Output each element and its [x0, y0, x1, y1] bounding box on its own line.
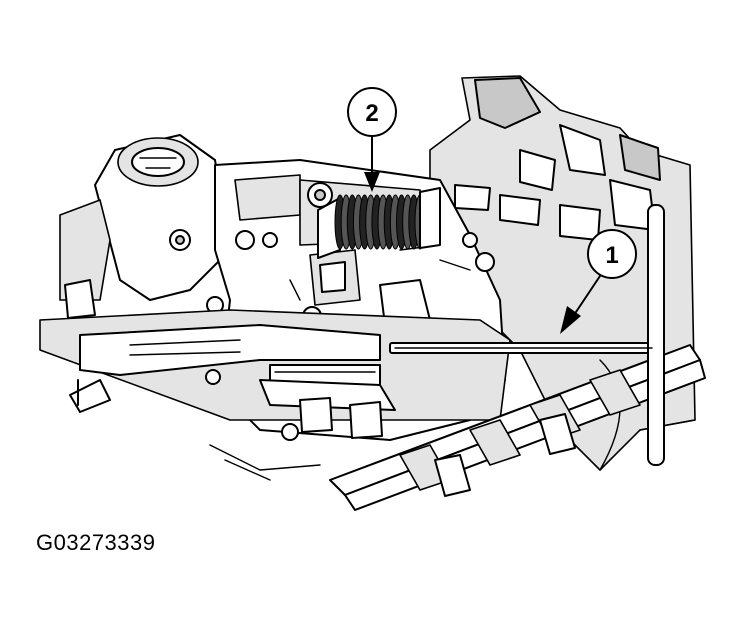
callout-2: 2 [347, 87, 397, 192]
figure-id: G03273339 [36, 530, 156, 555]
spring [317, 187, 441, 259]
solenoid-body [59, 134, 231, 319]
lower-plate [39, 309, 511, 481]
callout-1-label: 1 [605, 242, 618, 269]
callout-1: 1 [560, 229, 637, 334]
callout-2-label: 2 [365, 100, 378, 127]
tool-rod [389, 204, 665, 466]
lower-rails [329, 344, 706, 511]
